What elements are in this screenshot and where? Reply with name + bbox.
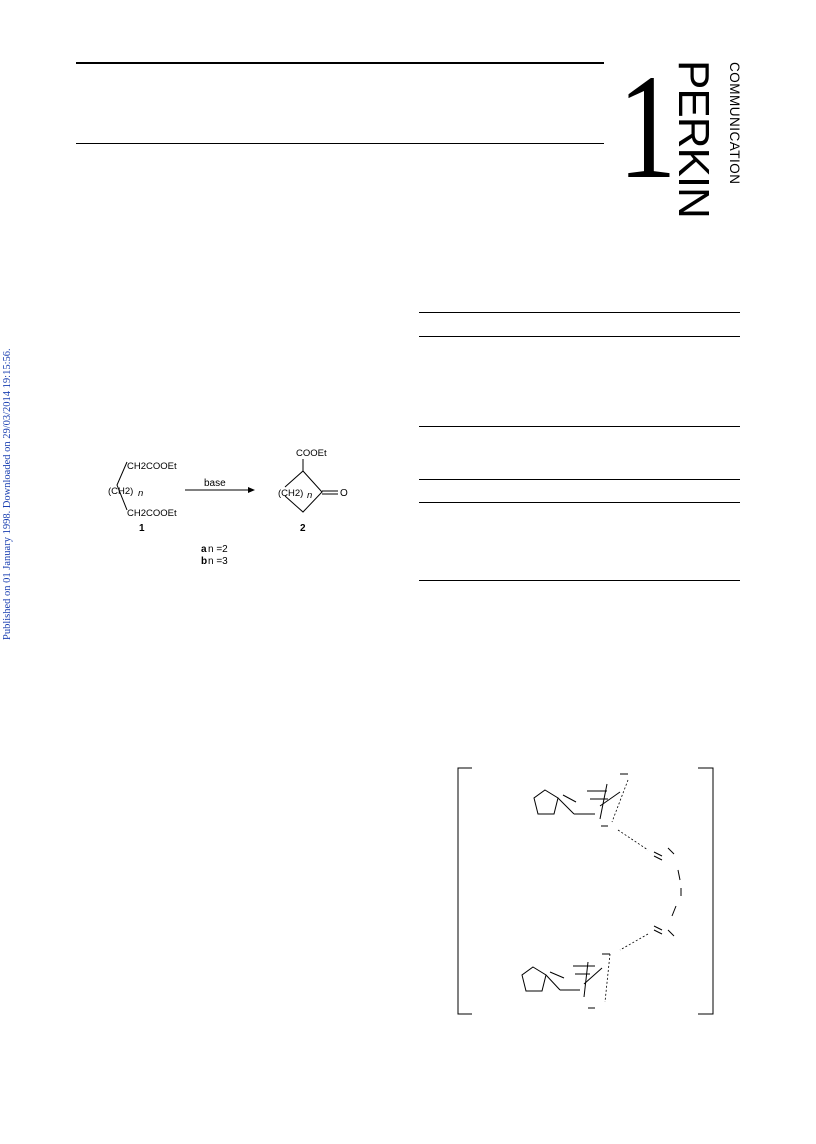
variant-b-text: n =3: [208, 556, 228, 567]
table-rule: [419, 426, 740, 427]
header-rule-bottom: [76, 143, 604, 144]
table-rule: [419, 312, 740, 313]
product-ester: COOEt: [296, 448, 327, 459]
chain-mid: [653, 925, 663, 931]
logo-word: PERKIN: [669, 60, 718, 218]
cyclopentane-bottom: [521, 966, 547, 992]
logo-tagline: COMMUNICATION: [727, 62, 742, 185]
table-rule: [419, 336, 740, 337]
download-note: Published on 01 January 1998. Downloaded…: [2, 348, 13, 640]
chain-mid: [653, 855, 663, 861]
product-chain: (CH2): [278, 488, 303, 499]
transition-state-diagram: [457, 767, 714, 1015]
reactant-bonds: [116, 461, 128, 511]
table-rule: [419, 479, 740, 480]
compound-label-2: 2: [300, 523, 306, 534]
dashed-bond: [619, 933, 649, 951]
chain-mid: [671, 905, 677, 917]
dashed-bond: [611, 779, 629, 823]
arrow-head: [248, 487, 255, 493]
reactant-n: n: [138, 488, 143, 499]
variant-b-label: b: [201, 556, 207, 567]
product-n: n: [307, 490, 312, 501]
product-ring: [284, 470, 323, 513]
chain-mid: [677, 869, 681, 881]
compound-label-1: 1: [139, 523, 145, 534]
dashed-bond: [604, 953, 611, 1003]
variant-a-text: n =2: [208, 544, 228, 555]
reactant-bottom-group: CH2COOEt: [127, 508, 177, 519]
ring-substituent: [557, 797, 575, 815]
chain-mid: [653, 851, 663, 857]
logo-number: 1: [618, 44, 677, 210]
bracket-right: [698, 767, 714, 1015]
chain-bottom: [583, 967, 603, 985]
table-rule: [419, 580, 740, 581]
chain-mid: [653, 929, 663, 935]
variant-a-label: a: [201, 544, 207, 555]
reagent-label: base: [204, 478, 226, 489]
reactant-chain: (CH2): [108, 486, 133, 497]
chain-top: [599, 783, 608, 820]
chain-bottom: [583, 961, 589, 998]
ring-substituent: [545, 974, 561, 991]
bracket-left: [457, 767, 472, 1015]
ring-substituent: [562, 794, 577, 803]
reaction-scheme: CH2COOEt (CH2) n CH2COOEt 1 base COOEt O…: [108, 448, 348, 567]
table-rule: [419, 502, 740, 503]
ring-substituent: [549, 971, 565, 979]
product-carbonyl-o: O: [340, 488, 348, 499]
chain-mid: [667, 929, 675, 937]
chain-mid: [667, 847, 675, 855]
header-rule-top: [76, 62, 604, 64]
dashed-bond: [617, 829, 649, 851]
reactant-top-group: CH2COOEt: [127, 461, 177, 472]
cyclopentane-top: [533, 789, 559, 815]
chain-top: [599, 791, 621, 807]
